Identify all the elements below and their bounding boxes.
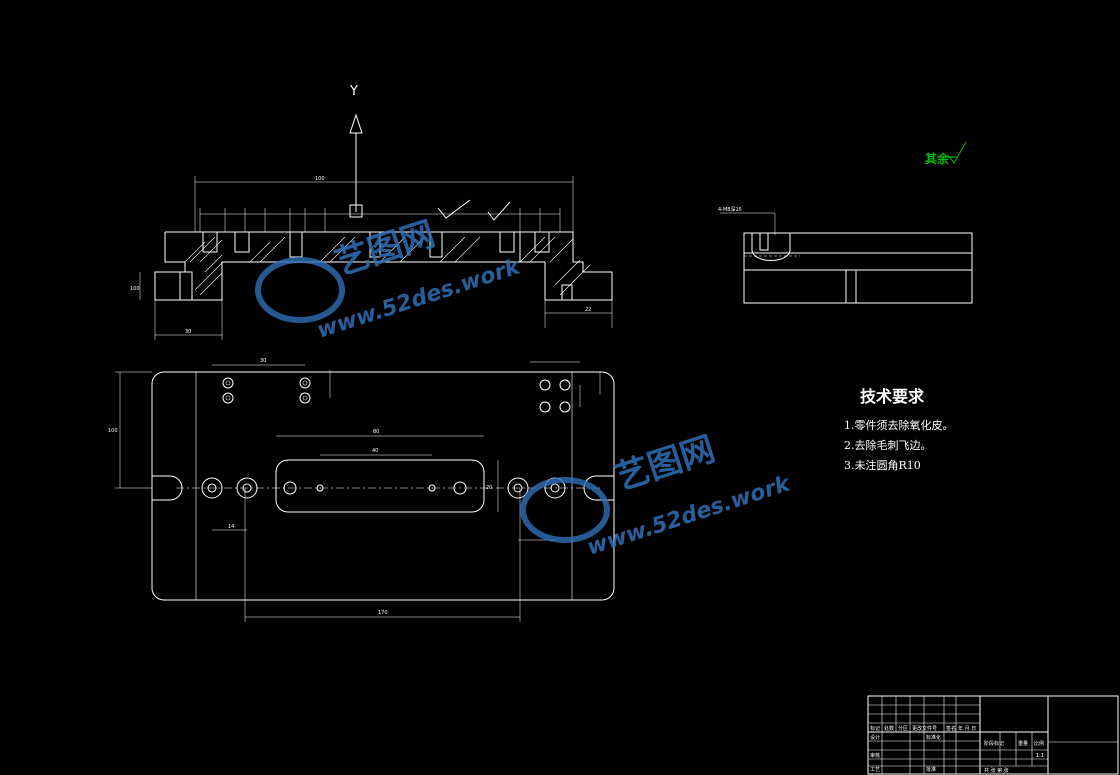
y-axis-indicator: Y xyxy=(349,84,363,218)
roughness-symbol: 其余 xyxy=(925,141,967,166)
tb-sheets: 共 张 第 张 xyxy=(984,767,1009,774)
title-block: 标记 处数 分区 更改文件号 签名 年.月.日 设计 标准化 审核 工艺 批准 … xyxy=(867,695,1119,775)
tech-req-item-1: 1.零件须去除氧化皮。 xyxy=(844,418,954,432)
section-note: 4-M8深15 xyxy=(718,206,742,213)
tech-req-item-2: 2.去除毛刺飞边。 xyxy=(844,438,932,452)
watermark-url-2: www.52des.work xyxy=(584,471,794,561)
dim-hole-pitch-left: 14 xyxy=(228,524,234,530)
technical-requirements: 技术要求 1.零件须去除氧化皮。 2.去除毛刺飞边。 3.未注圆角R10 xyxy=(844,387,954,472)
dim-plan-left: 100 xyxy=(108,428,118,434)
tb-weight: 重量 xyxy=(1018,740,1028,747)
dim-overall-top: 100 xyxy=(315,176,325,182)
dim-inner-holes: 40 xyxy=(372,448,378,454)
tb-review: 审核 xyxy=(870,752,880,759)
dim-center-slot: 80 xyxy=(373,429,379,435)
roughness-text: 其余 xyxy=(925,151,950,166)
tb-standard: 标准化 xyxy=(926,734,941,741)
tech-req-item-3: 3.未注圆角R10 xyxy=(844,458,921,472)
y-axis-label: Y xyxy=(349,84,358,99)
dim-left-offset: 30 xyxy=(185,329,191,335)
tb-scale: 比例 xyxy=(1034,740,1044,747)
tb-mark: 标记 xyxy=(870,725,880,732)
dim-bottom-overall: 170 xyxy=(378,610,388,616)
watermark-2: 艺图网 www.52des.work xyxy=(520,429,794,561)
dim-slot-height: 20 xyxy=(486,485,492,491)
plan-view: 100 170 80 40 20 14 30 xyxy=(108,358,615,622)
tb-count: 处数 xyxy=(884,725,894,732)
tb-date: 年.月.日 xyxy=(958,725,976,732)
watermark-1: 艺图网 www.52des.work xyxy=(255,214,524,344)
tb-zone: 分区 xyxy=(898,725,908,732)
tb-change-doc: 更改文件号 xyxy=(912,725,937,732)
tb-process: 工艺 xyxy=(870,767,880,773)
tb-sign: 签名 xyxy=(946,725,956,732)
watermark-cn-2: 艺图网 xyxy=(610,429,719,499)
dim-hole-pitch-top: 30 xyxy=(260,358,266,364)
tech-req-title: 技术要求 xyxy=(860,387,925,406)
tb-design: 设计 xyxy=(870,734,880,741)
dim-left-height: 100 xyxy=(130,286,140,292)
tb-approve: 批准 xyxy=(926,766,936,773)
watermark-cn-1: 艺图网 xyxy=(330,214,439,284)
tb-scale-value: 1:1 xyxy=(1036,753,1044,759)
tb-stage: 阶段标记 xyxy=(984,740,1004,747)
side-section-view: 4-M8深15 xyxy=(718,206,973,304)
front-section-view: 100 xyxy=(130,176,613,340)
dim-right-offset: 22 xyxy=(585,307,591,313)
